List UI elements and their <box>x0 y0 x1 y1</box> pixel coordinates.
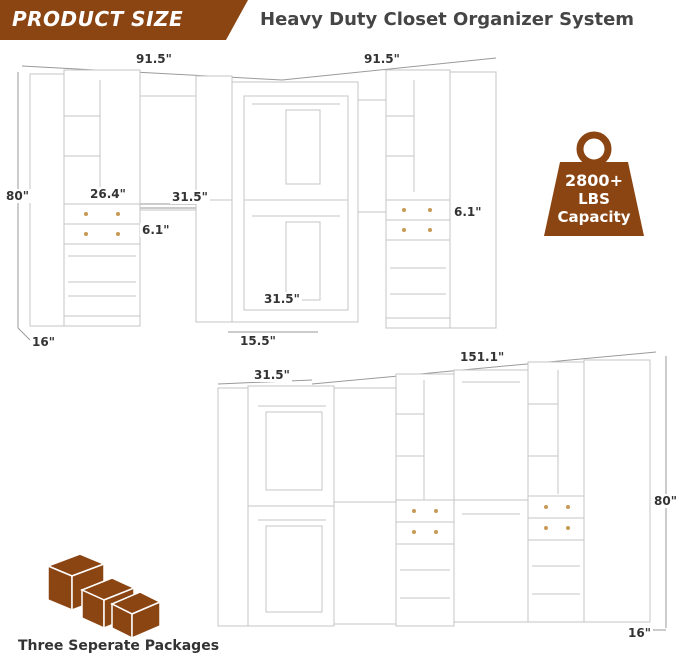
capacity-badge: 2800+ LBS Capacity <box>546 171 642 227</box>
top-depth-label: 16" <box>30 335 57 349</box>
packages-label: Three Seperate Packages <box>18 638 220 654</box>
capacity-value: 2800+ <box>565 171 623 190</box>
top-width-right-label: 91.5" <box>362 52 402 66</box>
capacity-label: Capacity <box>557 208 631 226</box>
weight-icon <box>544 131 644 236</box>
drawer-height-right-label: 6.1" <box>452 205 484 219</box>
product-size-banner <box>0 0 248 40</box>
bottom-depth-label: 16" <box>626 626 653 640</box>
box-icon <box>45 553 162 640</box>
bottom-total-width-label: 151.1" <box>458 350 507 364</box>
product-size-label: PRODUCT SIZE <box>12 7 184 31</box>
corner-depth-label: 15.5" <box>238 334 278 348</box>
corner-width-label: 31.5" <box>262 292 302 306</box>
bottom-side-width-label: 31.5" <box>252 368 292 382</box>
page-title: Heavy Duty Closet Organizer System <box>260 9 635 30</box>
rod-width-label: 31.5" <box>170 190 210 204</box>
drawer-height-left-label: 6.1" <box>140 223 172 237</box>
bottom-height-label: 80" <box>652 494 679 508</box>
top-height-label: 80" <box>4 189 31 203</box>
capacity-unit: LBS <box>578 190 610 208</box>
top-width-left-label: 91.5" <box>134 52 174 66</box>
tower-width-label: 26.4" <box>88 187 128 201</box>
